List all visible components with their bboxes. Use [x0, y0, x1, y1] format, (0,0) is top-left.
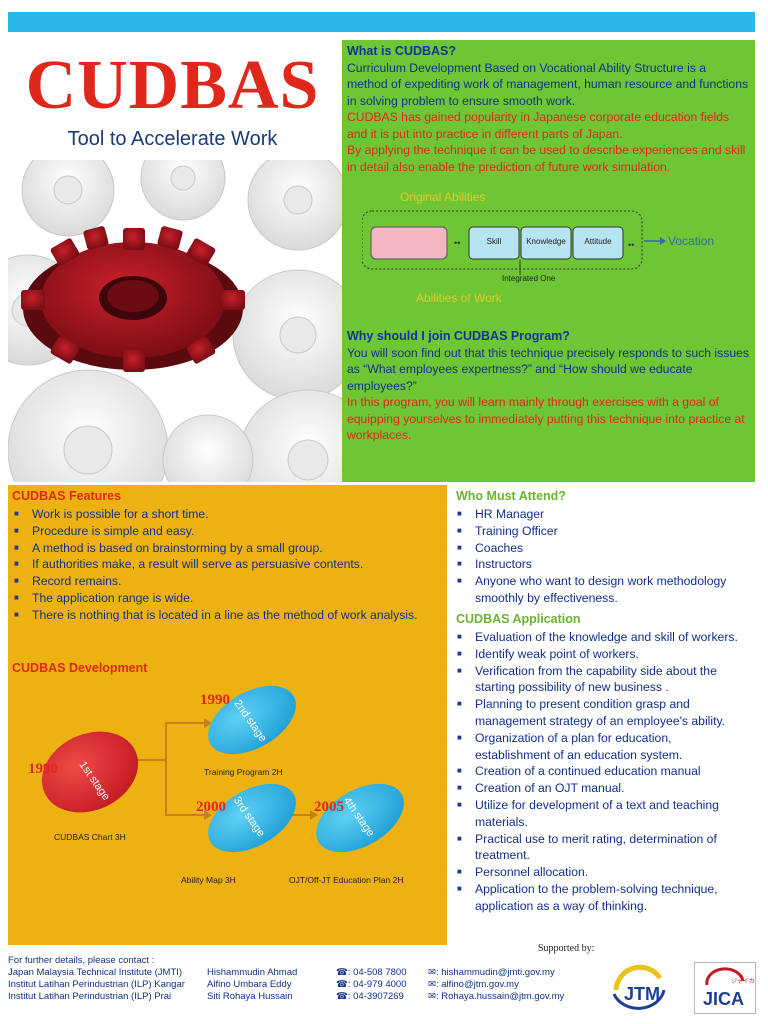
stage-4-year: 2005 [314, 799, 344, 815]
top-banner-bar [8, 12, 755, 32]
contact-label: For further details, please contact : [8, 955, 155, 966]
contact-institutes: Japan Malaysia Technical Institute (JMTI… [8, 967, 208, 1003]
vocation-label: Vocation [668, 234, 715, 248]
page-subtitle: Tool to Accelerate Work [67, 128, 278, 150]
institute-jmti: Japan Malaysia Technical Institute (JMTI… [8, 967, 183, 978]
phone-3[interactable]: : 04-3907269 [347, 991, 404, 1002]
what-para-3: By applying the technique it can be used… [347, 143, 746, 174]
list-item: Creation of a continued education manual [451, 763, 745, 780]
institute-prai: Institut Latihan Perindustrian (ILP) Pra… [8, 991, 172, 1002]
what-para-2: CUDBAS has gained popularity in Japanese… [347, 110, 730, 141]
contact-emails: ✉: hishammudin@jmti.gov.my ✉: alfino@jtm… [428, 967, 598, 1003]
attend-heading: Who Must Attend? [456, 489, 566, 503]
why-heading: Why should I join CUDBAS Program? [347, 329, 570, 343]
features-heading: CUDBAS Features [12, 489, 122, 503]
person-3: Siti Rohaya Hussain [207, 991, 293, 1002]
integrated-one-label: Integrated One [502, 274, 556, 283]
original-abilities-label: Original Abilities [400, 190, 486, 204]
list-item: Procedure is simple and easy. [8, 523, 444, 540]
about-panel: What is CUDBAS? Curriculum Development B… [342, 40, 755, 482]
attitude-box: Attitude [584, 237, 612, 246]
jica-logo-kana: ジャイカ [731, 978, 755, 985]
why-para-2: In this program, you will learn mainly t… [347, 395, 745, 442]
abilities-of-work-label: Abilities of Work [416, 291, 502, 305]
what-heading: What is CUDBAS? [347, 44, 457, 58]
page-title: CUDBAS [25, 47, 320, 124]
features-panel: CUDBAS Features Work is possible for a s… [8, 485, 447, 945]
list-item: Creation of an OJT manual. [451, 780, 745, 797]
stage-1-caption: CUDBAS Chart 3H [54, 832, 126, 842]
attend-list: HR Manager Training Officer Coaches Inst… [451, 506, 751, 607]
contact-persons: Hishammudin Ahmad Alfino Umbara Eddy Sit… [207, 967, 332, 1003]
phone-1[interactable]: : 04-508 7800 [347, 967, 407, 978]
contact-phones: ☎: 04-508 7800 ☎: 04-979 4000 ☎: 04-3907… [336, 967, 426, 1003]
gears-illustration [8, 160, 342, 482]
stage-1-year: 1990 [28, 761, 58, 777]
list-item: There is nothing that is located in a li… [8, 607, 444, 624]
list-item: Application to the problem-solving techn… [451, 881, 745, 915]
phone-icon: ☎ [336, 967, 348, 978]
jica-logo-text: JICA [703, 989, 744, 1009]
list-item: Verification from the capability side ab… [451, 663, 745, 697]
email-1[interactable]: : hishammudin@jmti.gov.my [435, 967, 555, 978]
email-2[interactable]: : alfino@jtm.gov.my [435, 979, 519, 990]
stage-3-year: 2000 [196, 799, 226, 815]
why-para-1: You will soon find out that this techniq… [347, 345, 749, 393]
list-item: If authorities make, a result will serve… [8, 556, 444, 573]
list-item: Organization of a plan for education, es… [451, 730, 745, 764]
phone-icon: ☎ [336, 991, 348, 1002]
development-heading: CUDBAS Development [12, 661, 148, 675]
institute-kangar: Institut Latihan Perindustrian (ILP) Kan… [8, 979, 185, 990]
development-diagram [41, 685, 404, 853]
list-item: Identify weak point of workers. [451, 646, 745, 663]
list-item: Evaluation of the knowledge and skill of… [451, 629, 745, 646]
list-item: Training Officer [451, 523, 751, 540]
skill-box: Skill [486, 237, 502, 246]
list-item: Utilize for development of a text and te… [451, 797, 745, 831]
stage-2-caption: Training Program 2H [204, 767, 283, 777]
ability-diagram: •• •• Original Abilities Skill Knowledge… [361, 188, 747, 308]
person-1: Hishammudin Ahmad [207, 967, 298, 978]
list-item: Planning to present condition grasp and … [451, 696, 745, 730]
jtm-logo: JTM [606, 960, 670, 1012]
features-list: Work is possible for a short time. Proce… [8, 506, 444, 624]
list-item: Coaches [451, 540, 751, 557]
list-item: Instructors [451, 556, 751, 573]
list-item: HR Manager [451, 506, 751, 523]
svg-text:••: •• [628, 240, 634, 250]
knowledge-box: Knowledge [526, 237, 566, 246]
attend-application-column: Who Must Attend? HR Manager Training Off… [447, 485, 755, 945]
mail-icon: ✉ [428, 979, 436, 990]
list-item: Practical use to merit rating, determina… [451, 831, 745, 865]
mail-icon: ✉ [428, 991, 436, 1002]
application-heading: CUDBAS Application [456, 612, 581, 626]
list-item: The application range is wide. [8, 590, 444, 607]
person-2: Alfino Umbara Eddy [207, 979, 292, 990]
supported-by-label: Supported by: [538, 943, 595, 954]
email-3[interactable]: : Rohaya.hussain@jtm.gov.my [435, 991, 565, 1002]
stage-2-year: 1990 [200, 692, 230, 708]
svg-text:••: •• [454, 238, 460, 248]
list-item: Work is possible for a short time. [8, 506, 444, 523]
phone-2[interactable]: : 04-979 4000 [347, 979, 407, 990]
stage-3-caption: Ability Map 3H [181, 875, 236, 885]
list-item: A method is based on brainstorming by a … [8, 540, 444, 557]
list-item: Personnel allocation. [451, 864, 745, 881]
application-list: Evaluation of the knowledge and skill of… [451, 629, 745, 915]
jtm-logo-text: JTM [624, 984, 660, 1004]
stage-4-caption: OJT/Off-JT Education Plan 2H [289, 875, 404, 885]
phone-icon: ☎ [336, 979, 348, 990]
list-item: Record remains. [8, 573, 444, 590]
what-para-1: Curriculum Development Based on Vocation… [347, 60, 749, 108]
list-item: Anyone who want to design work methodolo… [451, 573, 751, 607]
mail-icon: ✉ [428, 967, 436, 978]
jica-logo: JICA ジャイカ [694, 962, 756, 1014]
